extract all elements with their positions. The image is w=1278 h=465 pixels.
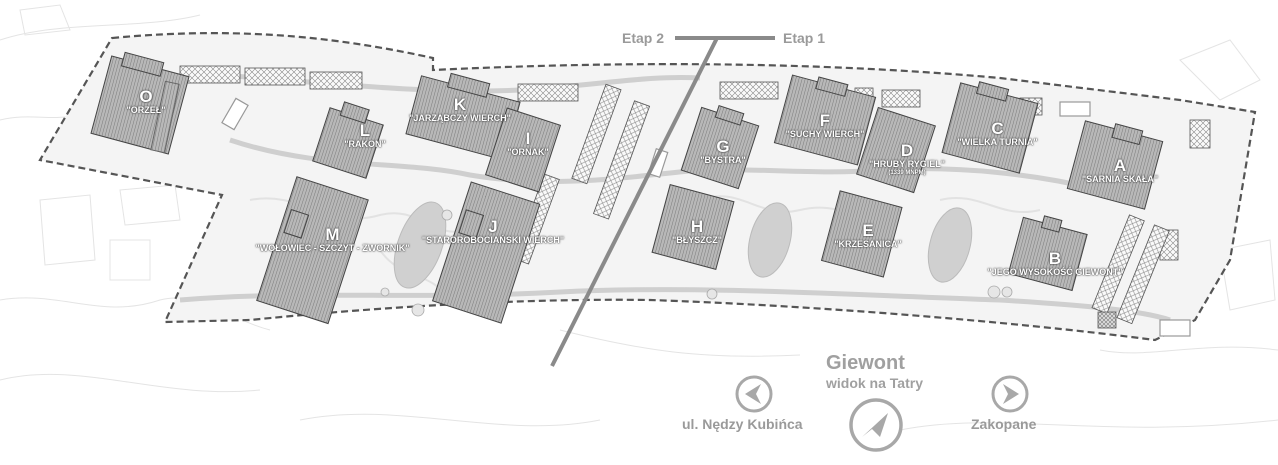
building-letter: C xyxy=(991,119,1004,138)
building-elevation: (1339 MNPM) xyxy=(888,170,926,176)
building-name: "SUCHY WIERCH" xyxy=(785,129,865,139)
view-direction-button[interactable] xyxy=(848,397,904,453)
stage-label-left: Etap 2 xyxy=(622,30,665,46)
building-letter: A xyxy=(1113,156,1127,175)
arrow-down-left-icon xyxy=(849,398,903,452)
building-C[interactable]: C "WIELKA TURNIA" xyxy=(945,120,1050,148)
background-survey-lines xyxy=(0,4,1278,431)
building-name: "BŁYSZCZ" xyxy=(671,235,723,245)
building-I[interactable]: I "ORNAK" xyxy=(500,130,556,158)
garage-strip xyxy=(150,80,180,154)
orientation-subtitle: widok na Tatry xyxy=(826,375,923,391)
building-letter: E xyxy=(862,221,874,240)
building-M[interactable]: M "WOŁOWIEC - SZCZYT - ZWORNIK" xyxy=(240,226,425,254)
building-name: "KRZESANICA" xyxy=(834,239,902,249)
building-letter: F xyxy=(819,111,831,130)
building-letter: D xyxy=(900,141,914,160)
building-name: "HRUBY RYGIEL" xyxy=(868,159,946,169)
trees xyxy=(380,209,1013,317)
nav-right-label: Zakopane xyxy=(971,416,1037,432)
small-structures xyxy=(221,97,1191,337)
building-L[interactable]: L "RAKON" xyxy=(335,122,395,150)
building-H[interactable]: H "BŁYSZCZ" xyxy=(662,218,732,246)
building-name: "BYSTRA" xyxy=(700,155,746,165)
ponds xyxy=(393,201,973,289)
playground xyxy=(1097,311,1117,329)
building-K[interactable]: K "JARZĄBCZY WIERCH" xyxy=(395,96,525,124)
building-letter: O xyxy=(139,87,153,106)
building-letter: L xyxy=(359,121,371,140)
building-name: "SARNIA SKAŁA" xyxy=(1081,174,1159,184)
stage-label-right: Etap 1 xyxy=(783,30,826,46)
building-letter: B xyxy=(1048,249,1062,268)
arrow-right-icon xyxy=(991,375,1029,413)
building-letter: K xyxy=(453,95,467,114)
building-letter: I xyxy=(525,129,531,148)
building-G[interactable]: G "BYSTRA" xyxy=(692,138,754,166)
arrow-left-icon xyxy=(735,375,773,413)
building-letter: G xyxy=(716,137,730,156)
building-letter: H xyxy=(690,217,704,236)
building-B[interactable]: B "JEGO WYSOKOŚĆ GIEWONT" xyxy=(975,250,1135,278)
building-D[interactable]: D "HRUBY RYGIEL" (1339 MNPM) xyxy=(862,142,952,176)
building-name: "JEGO WYSOKOŚĆ GIEWONT" xyxy=(987,267,1123,277)
building-name: "ORZEŁ" xyxy=(126,105,166,115)
building-name: "RAKON" xyxy=(344,139,386,149)
building-J[interactable]: J "STAROROBOCIAŃSKI WIERCH" xyxy=(408,218,578,246)
building-roofs xyxy=(90,51,1164,325)
building-F[interactable]: F "SUCHY WIERCH" xyxy=(770,112,880,140)
building-name: "WIELKA TURNIA" xyxy=(957,137,1038,147)
building-letter: J xyxy=(488,217,498,236)
building-A[interactable]: A "SARNIA SKAŁA" xyxy=(1070,157,1170,185)
building-name: "ORNAK" xyxy=(507,147,549,157)
building-name: "WOŁOWIEC - SZCZYT - ZWORNIK" xyxy=(255,243,410,253)
building-E[interactable]: E "KRZESANICA" xyxy=(818,222,918,250)
nav-right-button[interactable] xyxy=(990,374,1030,414)
parking-spaces xyxy=(179,65,1211,325)
orientation-title: Giewont xyxy=(826,352,905,374)
nav-left-label: ul. Nędzy Kubińca xyxy=(682,416,803,432)
building-O[interactable]: O "ORZEŁ" xyxy=(116,88,176,116)
building-letter: M xyxy=(325,225,340,244)
stage-divider-line xyxy=(550,37,719,367)
building-name: "STAROROBOCIAŃSKI WIERCH" xyxy=(421,235,565,245)
building-name: "JARZĄBCZY WIERCH" xyxy=(409,113,511,123)
nav-left-button[interactable] xyxy=(734,374,774,414)
